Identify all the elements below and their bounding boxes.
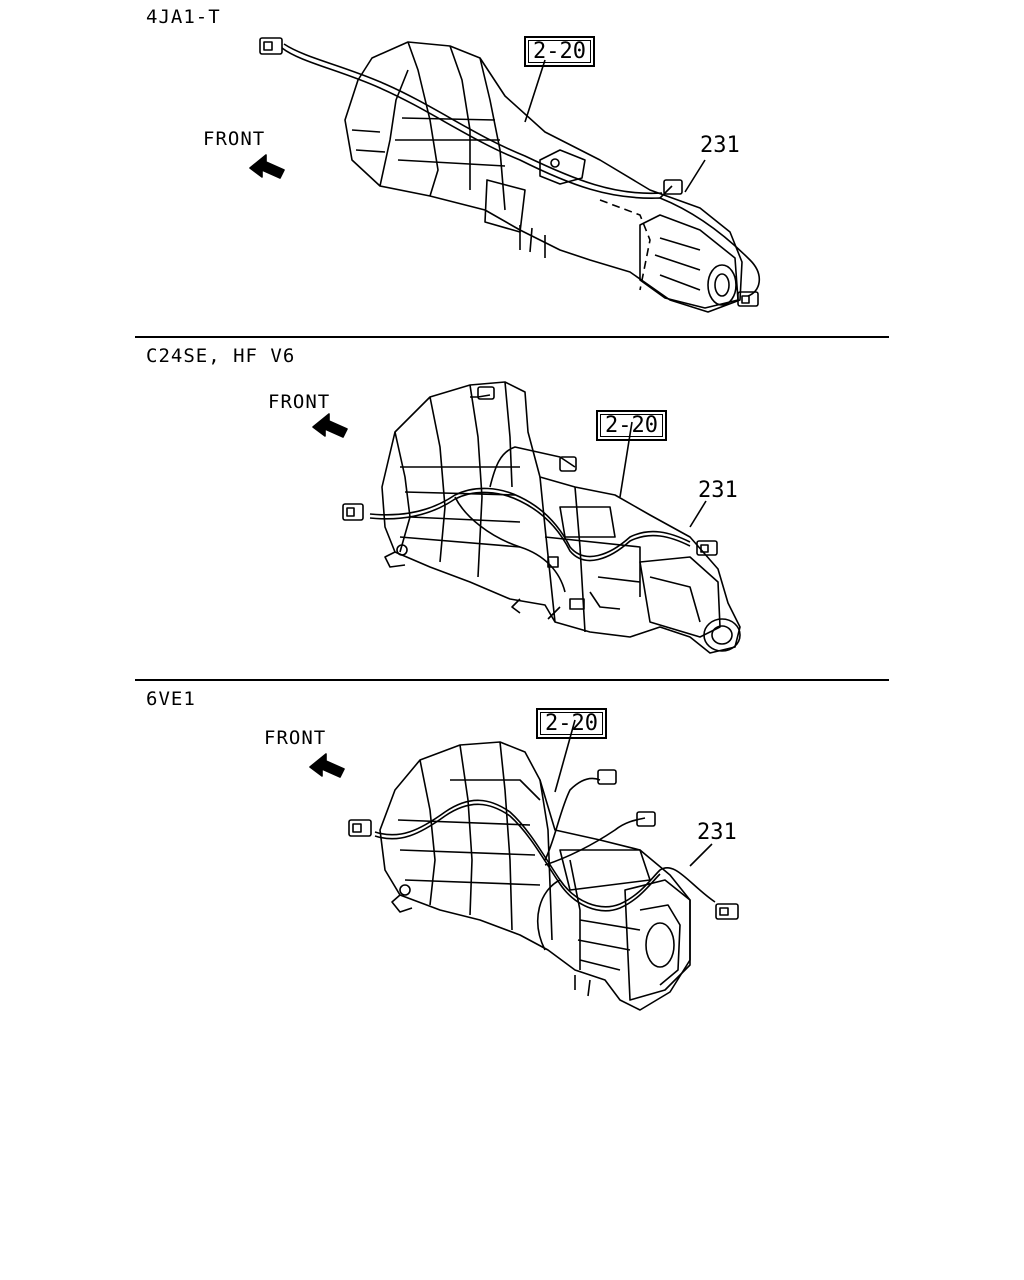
- reference-box: 2-20: [524, 36, 595, 67]
- engine-label: 4JA1-T: [146, 6, 221, 28]
- panel-divider: [135, 336, 889, 338]
- part-number-label: 231: [698, 478, 738, 503]
- front-label: FRONT: [203, 128, 266, 150]
- transmission-illustration: [312, 381, 741, 654]
- panel-divider: [135, 679, 889, 681]
- panel-c24se-hf-v6: C24SE, HF V6 FRONT 2-20 231: [0, 337, 1024, 679]
- panel-4ja1t: 4JA1-T FRONT 2-20 231: [0, 0, 1024, 336]
- part-number-label: 231: [700, 133, 740, 158]
- panel-6ve1: 6VE1 FRONT 2-20 231: [0, 680, 1024, 1060]
- front-arrow-icon: [312, 413, 348, 438]
- transmission-illustration: [249, 37, 760, 313]
- engine-label: C24SE, HF V6: [146, 345, 296, 367]
- front-arrow-icon: [309, 753, 345, 778]
- front-label: FRONT: [268, 391, 331, 413]
- reference-box: 2-20: [596, 410, 667, 441]
- front-arrow-icon: [249, 154, 285, 179]
- front-label: FRONT: [264, 727, 327, 749]
- transmission-illustration: [309, 719, 739, 1011]
- part-number-label: 231: [697, 820, 737, 845]
- engine-label: 6VE1: [146, 688, 196, 710]
